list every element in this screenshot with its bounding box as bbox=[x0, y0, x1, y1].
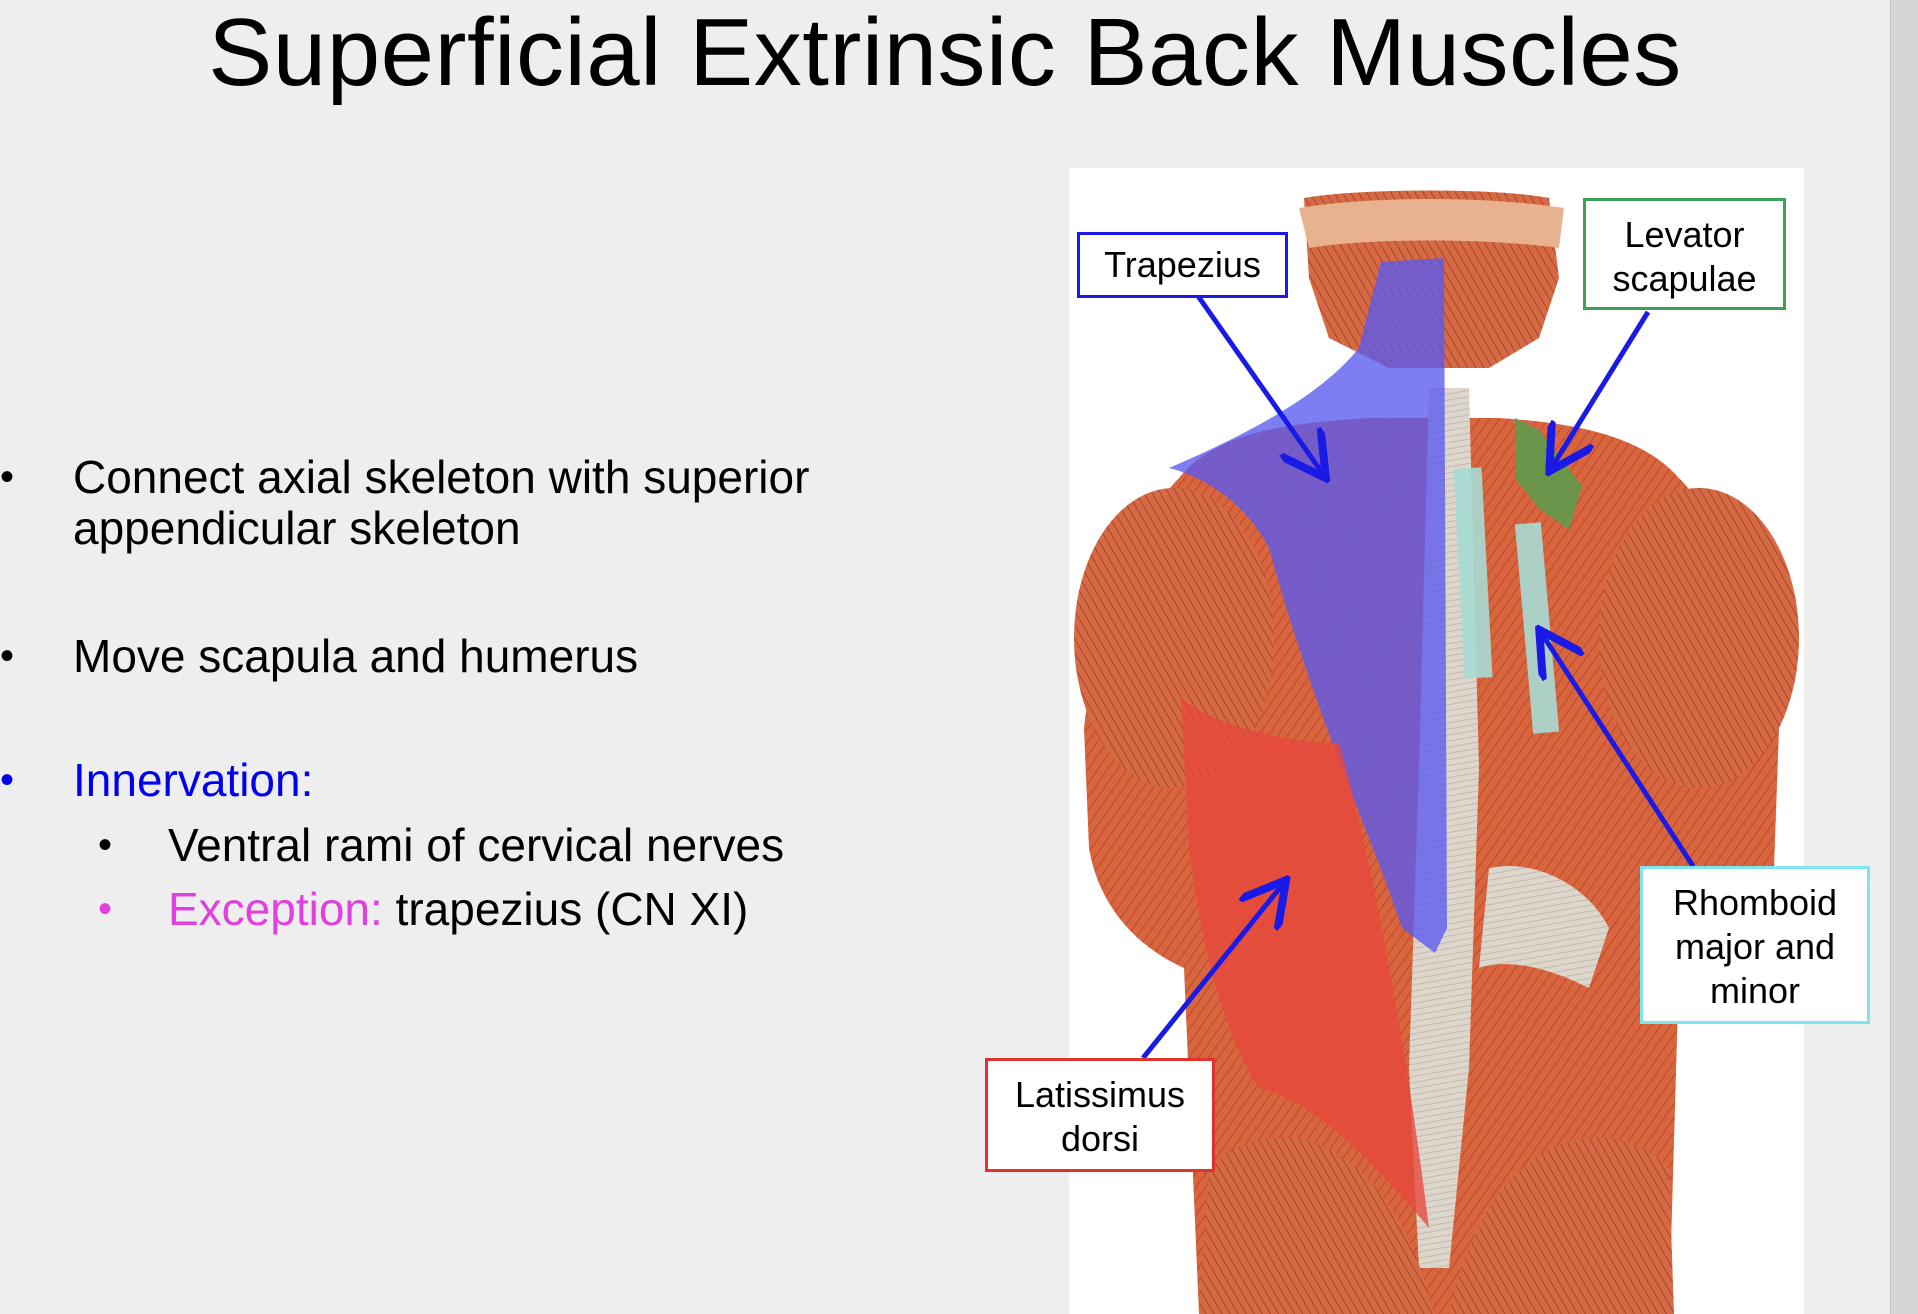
label-rhomboid: Rhomboid major and minor bbox=[1640, 866, 1870, 1024]
thoracolumbar-fascia bbox=[1479, 866, 1609, 988]
left-gluteal bbox=[1199, 1137, 1434, 1314]
sub-bullet-ventral-rami: Ventral rami of cervical nerves bbox=[168, 819, 785, 871]
right-gluteal bbox=[1449, 1137, 1674, 1314]
slide-title: Superficial Extrinsic Back Muscles bbox=[208, 0, 1682, 106]
bullet-connect-line1: Connect axial skeleton with superior bbox=[73, 451, 810, 503]
label-rhomboid-line2: major and bbox=[1674, 926, 1836, 967]
label-levator-line2: scapulae bbox=[1612, 258, 1757, 299]
label-latissimus-line2: dorsi bbox=[1060, 1118, 1140, 1159]
bullet-connect-line2: appendicular skeleton bbox=[73, 502, 521, 554]
label-latissimus-dorsi: Latissimus dorsi bbox=[985, 1058, 1215, 1172]
latissimus-highlight bbox=[1181, 698, 1429, 1228]
label-levator-line1: Levator bbox=[1624, 214, 1745, 255]
bullet-marker: • bbox=[0, 634, 15, 678]
label-trapezius-text: Trapezius bbox=[1104, 244, 1261, 285]
right-deltoid bbox=[1599, 488, 1799, 788]
left-deltoid bbox=[1074, 488, 1274, 788]
sub-bullet-exception: Exception: trapezius (CN XI) bbox=[168, 884, 748, 935]
label-latissimus-line1: Latissimus bbox=[1014, 1074, 1186, 1115]
bullet-marker: • bbox=[0, 455, 15, 499]
label-trapezius: Trapezius bbox=[1077, 232, 1288, 298]
label-rhomboid-line3: minor bbox=[1709, 970, 1801, 1011]
bullet-innervation: Innervation: bbox=[73, 754, 314, 806]
label-levator-scapulae: Levator scapulae bbox=[1583, 198, 1786, 310]
exception-label: Exception: bbox=[168, 883, 383, 935]
exception-text: trapezius (CN XI) bbox=[382, 883, 749, 935]
trapezius-highlight bbox=[1169, 258, 1447, 953]
scroll-edge bbox=[1890, 0, 1918, 1314]
bullet-marker: • bbox=[0, 758, 15, 802]
sub-bullet-marker: • bbox=[98, 887, 113, 931]
label-rhomboid-line1: Rhomboid bbox=[1672, 882, 1838, 923]
neck-collar bbox=[1299, 199, 1564, 248]
bullet-move: Move scapula and humerus bbox=[73, 630, 639, 682]
sub-bullet-marker: • bbox=[98, 823, 113, 867]
rhomboid-highlight-left bbox=[1453, 467, 1493, 679]
